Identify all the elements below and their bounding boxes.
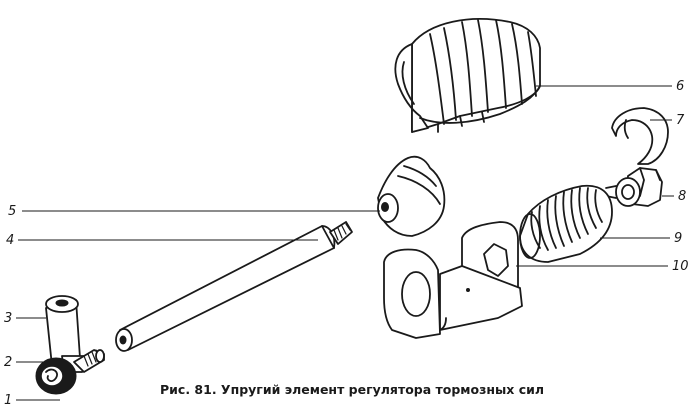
bracket-part-10 xyxy=(383,221,523,339)
callout-5: 5 xyxy=(8,204,16,219)
callout-3: 3 xyxy=(4,311,12,326)
figure-caption: Рис. 81. Упругий элемент регулятора торм… xyxy=(160,382,544,397)
cone-part-5 xyxy=(377,155,446,237)
callout-10: 10 xyxy=(672,259,689,274)
retaining-ring-part-7 xyxy=(611,107,669,165)
cover-part-6 xyxy=(394,18,541,133)
nut-washer-parts-1-2 xyxy=(35,349,105,395)
callout-1: 1 xyxy=(4,393,12,408)
callout-7: 7 xyxy=(676,113,685,128)
leader-lines xyxy=(16,85,674,401)
adjusting-nut-part-8 xyxy=(605,167,663,207)
callout-4: 4 xyxy=(6,233,14,248)
rod-part-4 xyxy=(115,221,353,352)
callout-9: 9 xyxy=(674,231,682,246)
callout-2: 2 xyxy=(4,355,12,370)
callout-6: 6 xyxy=(676,79,684,94)
callout-8: 8 xyxy=(678,189,686,204)
spring-part-9 xyxy=(519,184,613,263)
callout-labels: 3 2 1 4 5 6 7 8 9 10 xyxy=(4,79,689,408)
